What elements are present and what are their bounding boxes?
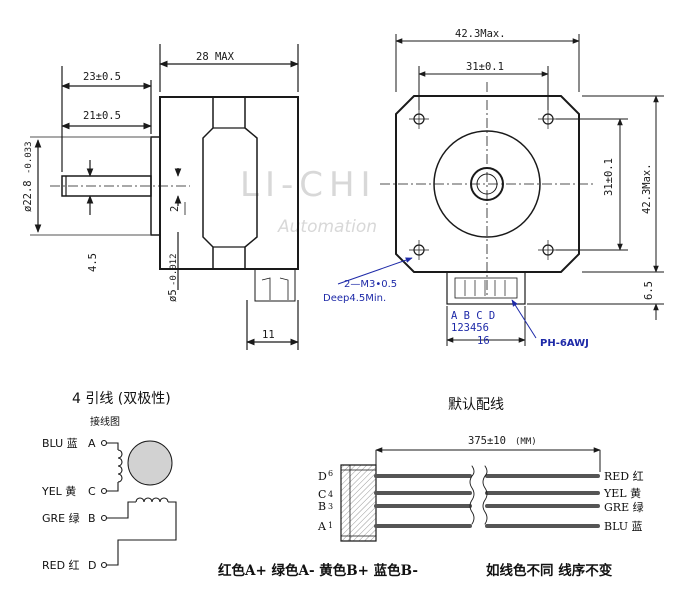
dim-dia5-tol: -0.012 (169, 253, 179, 286)
hole-note-leader (337, 257, 413, 285)
body-step-right (244, 97, 258, 269)
conn-pin-4: 4 (328, 490, 333, 499)
dim-dia22-tol: -0.033 (24, 141, 34, 174)
dim-4-5: 4.5 (87, 253, 99, 272)
front-view-labels: 42.3Max. 31±0.1 31±0.1 42.3Max. 6.5 2—M3… (323, 28, 655, 349)
cable-label-yel: YEL 黄 (603, 486, 641, 500)
default-wiring: 默认配线 375±10 (MM) D 6 C 4 B 3 A 1 (317, 397, 644, 542)
hole-note-depth: Deep4.5Min. (323, 293, 386, 304)
wiring-diagram: 4 引线 (双极性) 接线图 BLU 蓝 A YEL 黄 C GRE 绿 B R… (41, 391, 177, 572)
dim-23: 23±0.5 (83, 71, 121, 83)
conn-pin-a: A (317, 520, 327, 533)
dim-42-3-top: 42.3Max. (455, 28, 506, 40)
conn-pin-1: 1 (328, 521, 333, 530)
mounting-holes (409, 109, 558, 260)
pin-letters: A B C D (451, 310, 495, 322)
watermark-sub: Automation (277, 217, 377, 237)
wire-order-note: 如线色不同 线序不变 (486, 562, 613, 579)
conn-pin-d: D (318, 470, 327, 483)
cable-length-unit: (MM) (515, 437, 537, 447)
front-flange (395, 95, 580, 273)
wiring-schematic (100, 439, 177, 569)
dim-31-top: 31±0.1 (466, 61, 504, 73)
connector-leader (511, 299, 537, 339)
wire-label-gre: GRE 绿 (42, 511, 80, 525)
cable-label-gre: GRE 绿 (604, 500, 644, 514)
wire-pin-d: D (88, 559, 96, 572)
wire-label-blu: BLU 蓝 (42, 437, 78, 450)
conn-pin-6: 6 (328, 469, 333, 478)
wire-pin-a: A (88, 437, 96, 450)
dim-21: 21±0.5 (83, 110, 121, 122)
wire-label-yel: YEL 黄 (41, 484, 76, 498)
dim-16: 16 (477, 335, 490, 347)
cable-label-red: RED 红 (604, 470, 644, 483)
cable-wires (374, 465, 600, 528)
watermark-brand: LI-CHI (240, 165, 377, 205)
connector-model: PH-6AWJ (540, 338, 589, 349)
dim-6-5: 6.5 (643, 281, 655, 300)
watermark: LI-CHI Automation (240, 165, 377, 237)
front-connector (446, 271, 526, 305)
conn-pin-3: 3 (328, 502, 333, 511)
cable-length: 375±10 (468, 435, 506, 447)
wire-label-red: RED 红 (42, 559, 80, 572)
conn-pin-b: B (318, 500, 326, 513)
wiring-title: 4 引线 (双极性) (72, 391, 171, 407)
hole-note-thread: 2—M3•0.5 (344, 279, 397, 290)
motor-shaft (61, 175, 152, 197)
color-mapping: 红色A+ 绿色A- 黄色B+ 蓝色B- (218, 562, 418, 579)
rotor-circle (127, 440, 173, 486)
wire-label-b: B (88, 512, 96, 525)
terminal-a (100, 439, 108, 447)
side-connector (254, 268, 296, 302)
dim-42-3-right: 42.3Max. (641, 163, 653, 214)
dim-31-right: 31±0.1 (603, 158, 615, 196)
body-step-left (202, 97, 214, 269)
wire-pin-c: C (88, 485, 96, 498)
coil-a-c (117, 449, 123, 483)
terminal-b (100, 514, 108, 522)
dim-2: 2 (169, 206, 181, 212)
dim-11: 11 (262, 329, 275, 341)
side-view-labels: 28 MAX 23±0.5 21±0.5 ø22.8 -0.033 4.5 2 … (22, 51, 275, 341)
default-wiring-title: 默认配线 (448, 397, 504, 413)
wiring-subtitle: 接线图 (90, 415, 120, 428)
cable-label-blu: BLU 蓝 (604, 520, 643, 533)
pin-numbers: 123456 (451, 322, 489, 334)
dim-28-max: 28 MAX (196, 51, 235, 63)
dim-dia5: ø5 (167, 289, 179, 302)
front-leaders (337, 257, 537, 339)
side-connector-detail (261, 277, 289, 300)
side-view (30, 44, 299, 350)
dim-dia22: ø22.8 (22, 180, 34, 212)
terminal-d (100, 561, 108, 569)
cable-connector-housing (340, 464, 377, 542)
conn-pin-c: C (318, 488, 326, 501)
terminal-c (100, 487, 108, 495)
coil-b-d (135, 497, 169, 503)
front-view (380, 34, 664, 346)
